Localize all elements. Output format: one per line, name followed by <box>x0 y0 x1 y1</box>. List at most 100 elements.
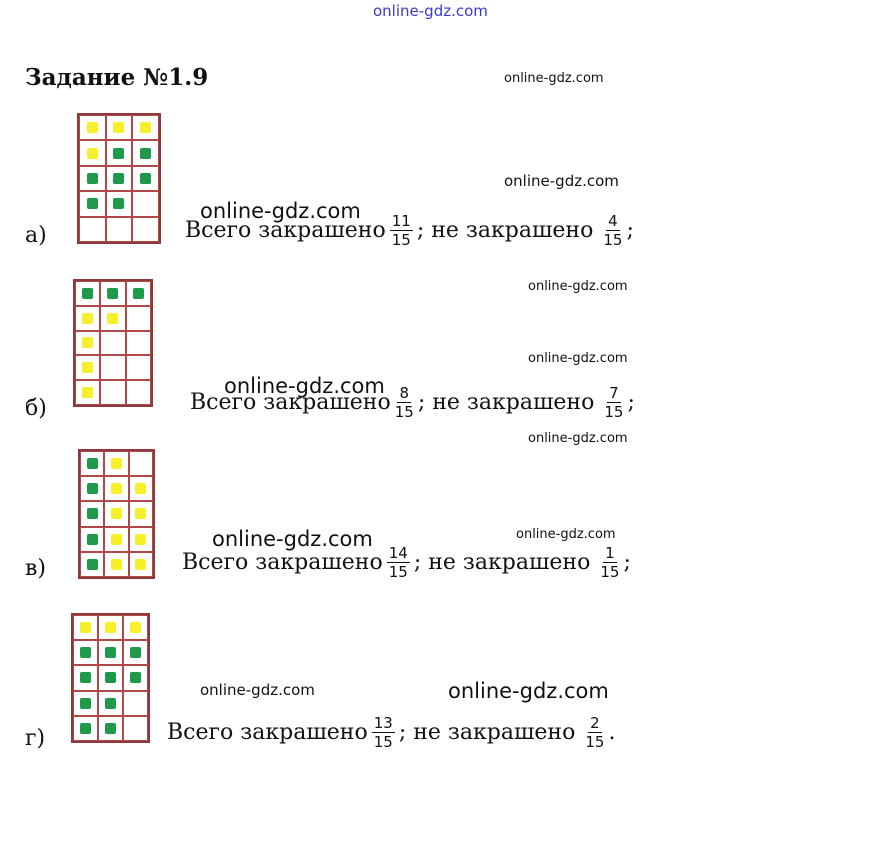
yellow-cell <box>75 355 101 381</box>
yellow-cell <box>79 140 106 166</box>
numerator: 11 <box>389 212 413 231</box>
item-label: б) <box>25 396 47 421</box>
line-end: ; <box>627 390 635 415</box>
numerator: 2 <box>588 714 602 733</box>
item-label: г) <box>25 726 46 751</box>
yellow-cell <box>104 551 129 577</box>
empty-cell <box>125 355 151 381</box>
shaded-grid <box>73 279 153 407</box>
denominator: 15 <box>604 403 624 421</box>
green-cell <box>132 165 159 192</box>
yellow-cell <box>98 615 123 641</box>
watermark: online-gdz.com <box>200 681 315 699</box>
empty-cell <box>123 690 148 716</box>
green-cell <box>79 165 106 192</box>
yellow-cell <box>79 115 106 141</box>
empty-cell <box>100 355 126 381</box>
yellow-cell <box>100 305 126 331</box>
yellow-cell <box>73 615 98 641</box>
empty-cell <box>128 451 153 477</box>
empty-cell <box>123 715 148 741</box>
green-cell <box>73 715 98 741</box>
line-end: . <box>608 720 616 745</box>
shaded-text: Всего закрашено <box>190 390 391 415</box>
shaded-text: Всего закрашено <box>167 720 368 745</box>
denominator: 15 <box>373 733 393 751</box>
green-cell <box>73 640 98 666</box>
empty-cell <box>79 216 106 242</box>
yellow-cell <box>104 526 129 552</box>
green-cell <box>105 191 133 217</box>
green-cell <box>105 140 133 166</box>
watermark: online-gdz.com <box>516 527 616 542</box>
empty-cell <box>125 380 151 405</box>
yellow-cell <box>132 115 159 141</box>
yellow-cell <box>75 380 101 405</box>
yellow-cell <box>128 476 153 502</box>
numerator: 7 <box>607 384 621 403</box>
yellow-cell <box>104 476 129 502</box>
denominator: 15 <box>603 231 623 249</box>
green-cell <box>132 140 159 166</box>
unshaded-text: ; не закрашено <box>398 720 576 745</box>
green-cell <box>98 640 123 666</box>
yellow-cell <box>123 615 148 641</box>
empty-cell <box>100 330 126 356</box>
shaded-grid <box>71 613 150 743</box>
empty-cell <box>132 216 159 242</box>
green-cell <box>100 281 126 306</box>
denominator: 15 <box>600 563 620 581</box>
green-cell <box>75 281 101 306</box>
green-cell <box>73 665 98 691</box>
empty-cell <box>105 216 133 242</box>
watermark: online-gdz.com <box>373 2 488 20</box>
numerator: 14 <box>386 544 410 563</box>
shaded-text: Всего закрашено <box>182 550 383 575</box>
unshaded-text: ; не закрашено <box>417 390 595 415</box>
green-cell <box>123 665 148 691</box>
yellow-cell <box>128 551 153 577</box>
item-label: а) <box>25 223 47 248</box>
watermark: online-gdz.com <box>200 199 361 223</box>
green-cell <box>80 476 105 502</box>
yellow-cell <box>105 115 133 141</box>
unshaded-text: ; не закрашено <box>416 218 594 243</box>
watermark: online-gdz.com <box>448 679 609 703</box>
yellow-cell <box>104 501 129 527</box>
line-end: ; <box>623 550 631 575</box>
green-cell <box>98 665 123 691</box>
green-cell <box>80 501 105 527</box>
watermark: online-gdz.com <box>528 279 628 294</box>
numerator: 8 <box>397 384 412 403</box>
denominator: 15 <box>391 231 411 249</box>
watermark: online-gdz.com <box>212 527 373 551</box>
green-cell <box>125 281 151 306</box>
green-cell <box>80 526 105 552</box>
green-cell <box>98 715 123 741</box>
watermark: online-gdz.com <box>224 374 385 398</box>
shaded-grid <box>77 113 161 244</box>
shaded-grid <box>78 449 155 579</box>
line-end: ; <box>626 218 634 243</box>
denominator: 15 <box>585 733 605 751</box>
empty-cell <box>132 191 159 217</box>
empty-cell <box>125 305 151 331</box>
green-cell <box>98 690 123 716</box>
yellow-cell <box>75 330 101 356</box>
yellow-cell <box>128 526 153 552</box>
green-cell <box>123 640 148 666</box>
green-cell <box>80 551 105 577</box>
watermark: online-gdz.com <box>528 351 628 366</box>
watermark: online-gdz.com <box>504 172 619 190</box>
watermark: online-gdz.com <box>528 431 628 446</box>
